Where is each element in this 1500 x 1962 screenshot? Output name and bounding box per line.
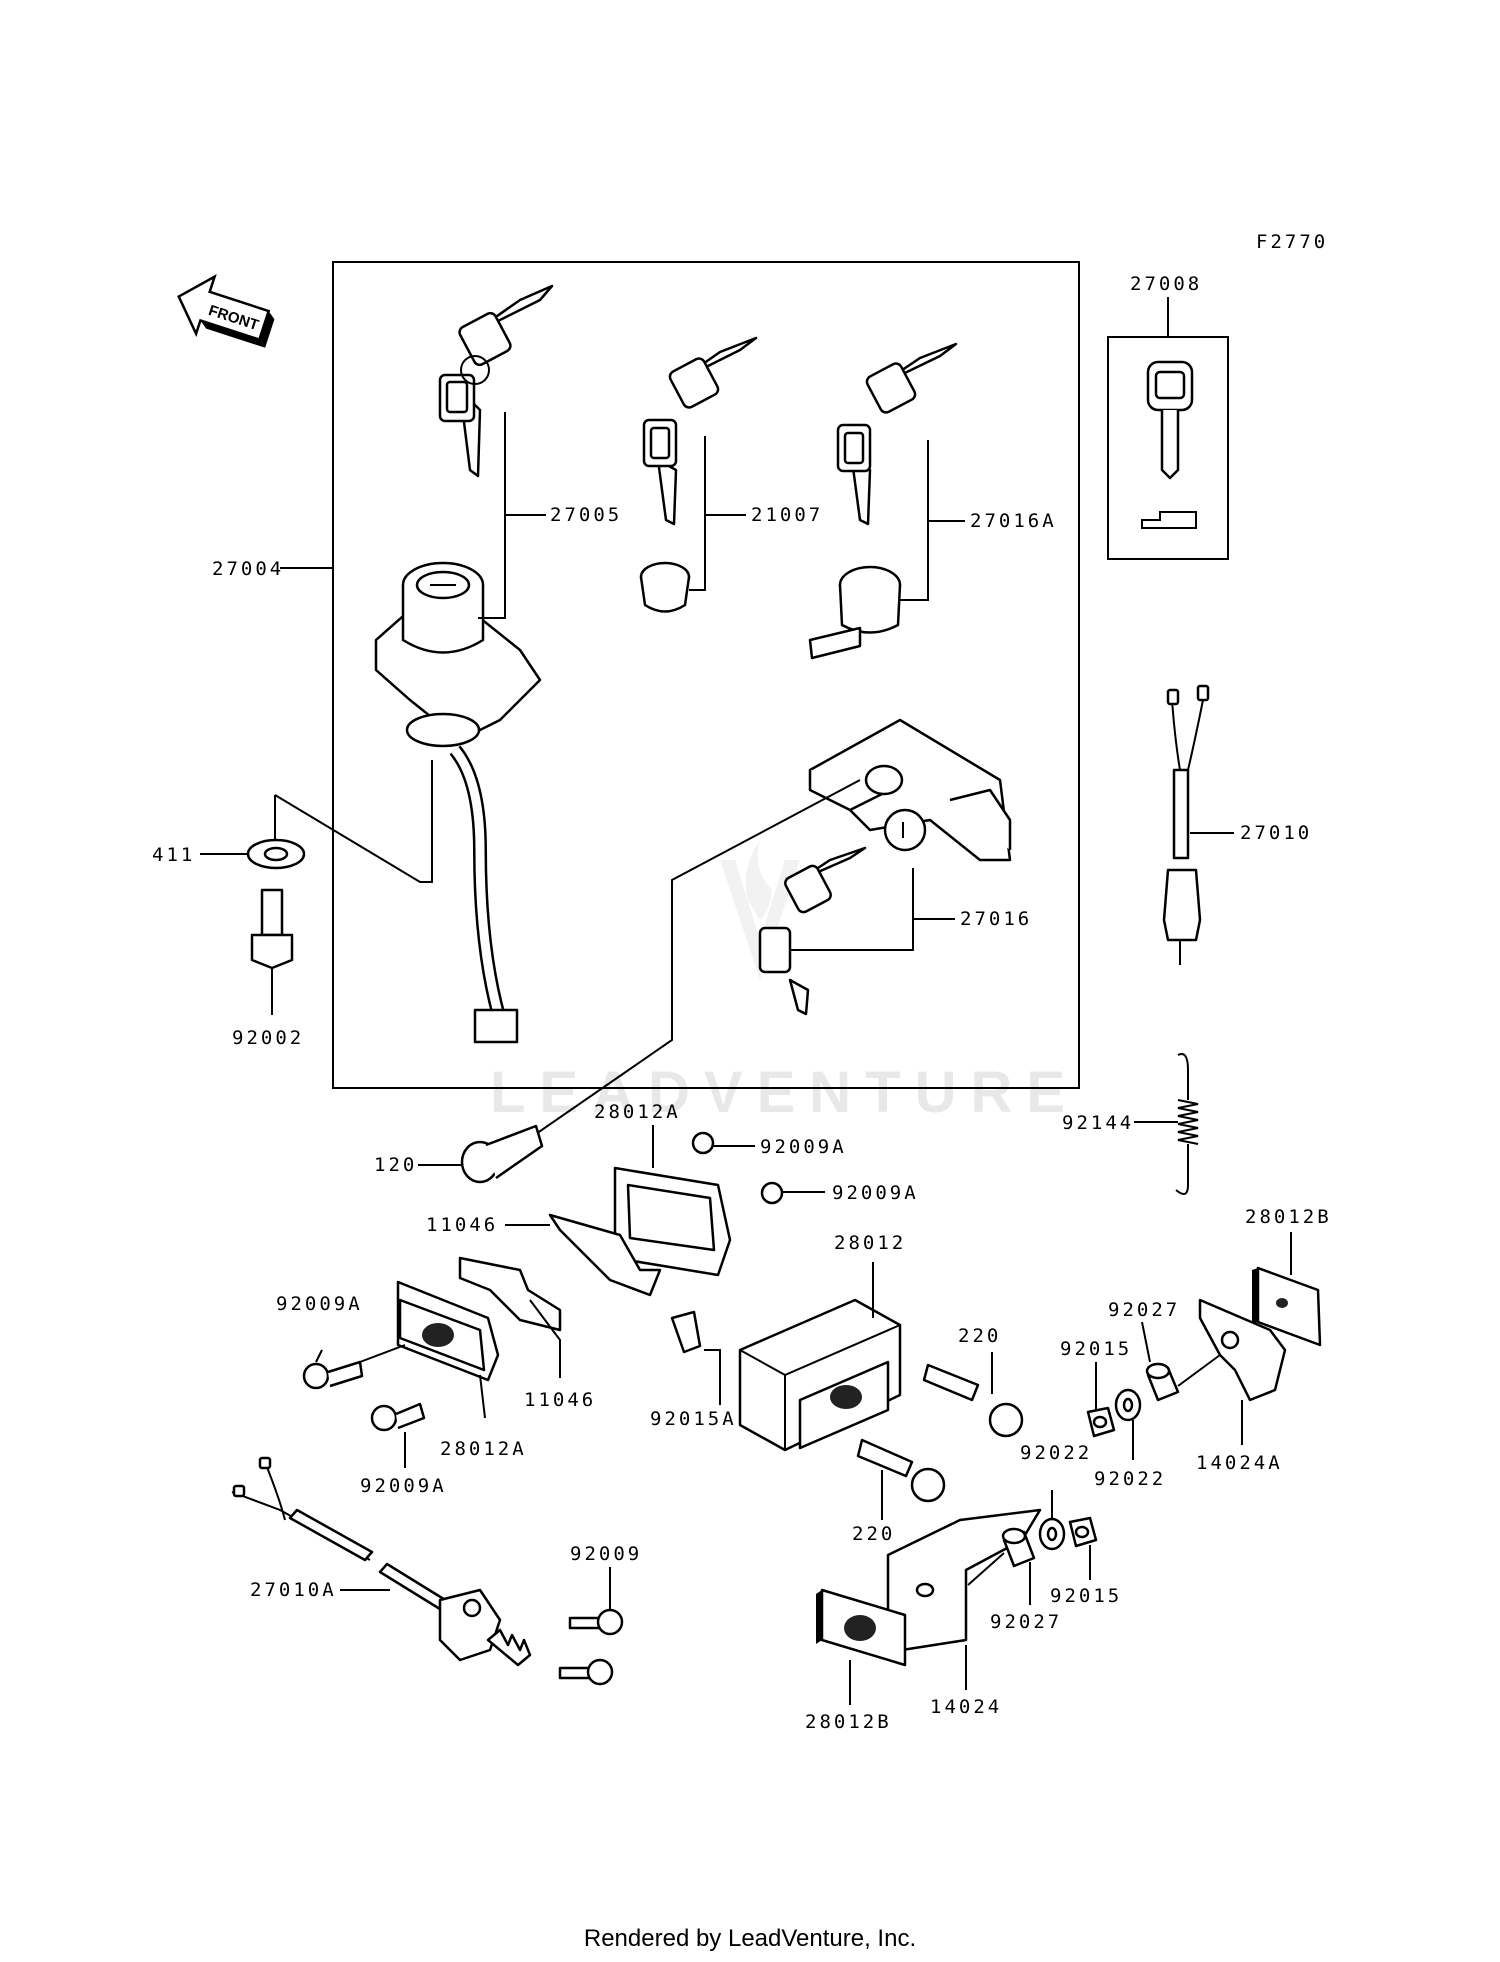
lamp-28012A-icon (396, 1280, 500, 1382)
label-14024: 14024 (930, 1696, 1002, 1718)
front-arrow-icon: FRONT (177, 274, 275, 348)
label-92022-top: 92022 (1020, 1442, 1092, 1464)
label-27016: 27016 (960, 908, 1032, 930)
label-220-right: 220 (958, 1325, 1001, 1347)
key-pair-27016A-icon (808, 342, 958, 660)
washer-92022-top-icon (1114, 1388, 1142, 1422)
label-28012A-bottom: 28012A (440, 1438, 527, 1460)
label-27005: 27005 (550, 504, 622, 526)
label-28012B-bottom: 28012B (805, 1711, 892, 1733)
label-27010: 27010 (1240, 822, 1312, 844)
screw-92009A-left-1-icon (302, 1360, 364, 1390)
label-120: 120 (374, 1154, 417, 1176)
label-27008: 27008 (1130, 273, 1202, 295)
clip-92015A-icon (670, 1310, 702, 1354)
key-pair-21007-icon (639, 336, 758, 613)
cover-28012A-icon (613, 1131, 784, 1277)
label-27016A: 27016A (970, 510, 1057, 532)
key-pair-27005-icon (438, 284, 554, 478)
bolt-92002-icon (250, 888, 294, 970)
label-21007: 21007 (751, 504, 823, 526)
brake-switch-27010-icon (1162, 684, 1210, 965)
watermark-text: LEADVENTURE (490, 1060, 1079, 1125)
screw-92009A-left-2-icon (370, 1402, 426, 1432)
label-92002: 92002 (232, 1027, 304, 1049)
label-411: 411 (152, 844, 195, 866)
washer-92022-bottom-icon (1038, 1517, 1066, 1551)
bracket-11046-top-icon (548, 1213, 662, 1297)
label-92144: 92144 (1062, 1112, 1134, 1134)
label-92027-top: 92027 (1108, 1299, 1180, 1321)
label-92015-bottom: 92015 (1050, 1585, 1122, 1607)
label-92009: 92009 (570, 1543, 642, 1565)
label-220-bottom: 220 (852, 1523, 895, 1545)
label-92015A: 92015A (650, 1408, 737, 1430)
label-11046-bottom: 11046 (524, 1389, 596, 1411)
bolt-220-bottom-icon (856, 1438, 946, 1503)
key-blank-icon (1141, 360, 1197, 529)
bracket-14024A-icon (1198, 1298, 1287, 1402)
nut-92015-top-icon (1086, 1406, 1116, 1438)
label-92027-bottom: 92027 (990, 1611, 1062, 1633)
reflector-28012B-right-icon (1252, 1266, 1322, 1347)
reflector-28012B-bottom-icon (816, 1588, 907, 1667)
label-92009A-3: 92009A (276, 1293, 363, 1315)
label-28012B-right: 28012B (1245, 1206, 1332, 1228)
seat-lock-icon (758, 718, 1012, 1016)
nut-92015-bottom-icon (1068, 1516, 1098, 1548)
label-11046-top: 11046 (426, 1214, 498, 1236)
screw-92009-2-icon (558, 1658, 614, 1686)
lamp-28012-icon (738, 1298, 902, 1452)
label-14024A: 14024A (1196, 1452, 1283, 1474)
label-92015-top: 92015 (1060, 1338, 1132, 1360)
spring-92144-icon (1175, 1053, 1199, 1195)
label-92022-bottom: 92022 (1094, 1468, 1166, 1490)
washer-411-icon (246, 838, 306, 870)
ignition-switch-icon (374, 561, 542, 1044)
bolt-220-right-icon (922, 1363, 1024, 1438)
diagram-code: F2770 (1256, 231, 1328, 253)
label-28012: 28012 (834, 1232, 906, 1254)
label-92009A-1: 92009A (760, 1136, 847, 1158)
collar-92027-top-icon (1145, 1362, 1180, 1402)
label-92009A-4: 92009A (360, 1475, 447, 1497)
label-27010A: 27010A (250, 1579, 337, 1601)
bolt-120-icon (460, 1124, 544, 1184)
label-28012A-top: 28012A (594, 1101, 681, 1123)
switch-27010A-icon (231, 1456, 532, 1667)
label-27004: 27004 (212, 558, 284, 580)
footer-credit: Rendered by LeadVenture, Inc. (584, 1925, 916, 1952)
ignition-kit-box (332, 261, 1080, 1089)
screw-92009-1-icon (568, 1608, 624, 1636)
watermark-logo (720, 840, 800, 980)
bracket-11046-bottom-icon (458, 1256, 562, 1332)
collar-92027-bottom-icon (1001, 1527, 1036, 1568)
label-92009A-2: 92009A (832, 1182, 919, 1204)
